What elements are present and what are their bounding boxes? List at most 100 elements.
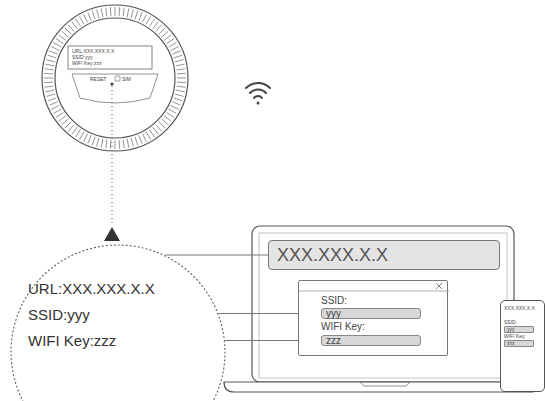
ridge	[174, 55, 183, 58]
ridge	[167, 112, 174, 117]
ridge	[171, 105, 179, 109]
ridge	[72, 22, 77, 29]
sim-icon	[115, 76, 120, 81]
ridge	[177, 78, 186, 79]
ridge	[169, 43, 177, 48]
pointer-triangle	[104, 227, 120, 241]
ridge	[56, 39, 63, 44]
ridge	[97, 9, 99, 18]
node-text: yyy	[326, 309, 416, 319]
ridge	[51, 105, 59, 109]
ridge	[59, 116, 66, 121]
node-text: XXX.XXX.X.X	[504, 305, 544, 311]
node-text: SSID:yyy	[28, 306, 222, 324]
laptop	[224, 226, 540, 392]
ridge	[72, 127, 77, 134]
ridge	[167, 39, 174, 44]
ridge	[106, 8, 107, 17]
ridge	[169, 109, 177, 114]
dialog-box: SSID: WIFI Key: yyy zzz	[298, 280, 448, 356]
ridge	[92, 137, 95, 146]
node-text: WIFI Key:	[321, 321, 437, 333]
ridge	[174, 98, 183, 101]
ridge	[48, 98, 57, 101]
router-sticker	[68, 46, 152, 69]
ridge	[172, 51, 180, 54]
magnifier-ring	[11, 245, 225, 401]
ridge	[51, 47, 59, 51]
ridge	[175, 94, 184, 96]
sticker-text: URL:XXX.XXX.X.X	[72, 48, 114, 54]
ridge	[164, 35, 171, 40]
input-field: zzz	[504, 340, 534, 347]
ridge	[56, 112, 63, 117]
ridge	[84, 134, 88, 142]
wifi-dot	[257, 102, 260, 105]
ridge	[162, 31, 169, 37]
ridge	[119, 7, 121, 16]
address-bar: XXX.XXX.X.X	[268, 240, 500, 270]
magnifier-circle: URL:XXX.XXX.X.XSSID:yyyWIFI Key:zzz	[10, 244, 226, 401]
ridge	[115, 7, 116, 16]
ridge	[159, 28, 165, 34]
ridge	[45, 90, 54, 92]
wifi-symbol	[246, 83, 270, 104]
ridge	[46, 94, 55, 96]
ridge	[46, 60, 55, 62]
ridge	[123, 8, 124, 17]
close-icon	[436, 283, 442, 289]
ridge	[65, 28, 71, 34]
ridge	[131, 138, 133, 147]
ridge	[54, 109, 62, 114]
wifi-arc	[246, 83, 270, 88]
ridge	[88, 135, 91, 143]
ridge	[156, 25, 162, 32]
ridge	[164, 116, 171, 121]
wifi-arc	[250, 90, 266, 93]
wifi-arc	[254, 96, 262, 98]
input-field: yyy	[321, 308, 421, 319]
ridge	[45, 64, 54, 66]
ridge	[131, 9, 133, 18]
ridge	[92, 11, 95, 20]
ridge	[68, 125, 74, 132]
ridge	[153, 127, 158, 134]
ridge	[127, 8, 129, 17]
input-field: zzz	[321, 335, 421, 346]
ridge	[135, 137, 138, 146]
node-text: URL:XXX.XXX.X.X	[28, 280, 222, 298]
ridge	[139, 12, 142, 20]
ridge	[45, 69, 54, 70]
node-text: zzz	[507, 341, 531, 346]
node-text: yyy	[507, 327, 531, 332]
titlebar-line	[299, 291, 449, 292]
sticker-text: WIFI Key:zzz	[72, 60, 101, 66]
ridge	[84, 14, 88, 22]
ridge	[44, 82, 53, 84]
node-text: SSID:	[504, 319, 544, 325]
ridge	[80, 17, 85, 25]
node-text: XXX.XXX.X.X	[277, 241, 469, 269]
ridge	[142, 134, 146, 142]
ridge	[142, 14, 146, 22]
ridge	[80, 132, 85, 140]
ridge	[62, 31, 69, 37]
ridge	[110, 140, 112, 149]
laptop-display	[259, 233, 507, 378]
phone: XXX.XXX.X.XSSID:WIFI Key:yyyzzz	[500, 300, 545, 392]
ridge	[176, 90, 185, 92]
ridge	[101, 139, 103, 148]
dialog-titlebar	[299, 281, 449, 293]
ridge	[106, 139, 107, 148]
leader-line	[165, 255, 268, 256]
ridge	[110, 7, 112, 16]
ridge	[149, 130, 154, 137]
router-plate	[72, 74, 158, 103]
ridge	[123, 139, 124, 148]
ridge	[88, 12, 91, 20]
leader-line	[112, 86, 113, 226]
node-text: zzz	[326, 336, 416, 346]
ridge	[156, 125, 162, 132]
node-text: SSID:	[321, 295, 437, 307]
